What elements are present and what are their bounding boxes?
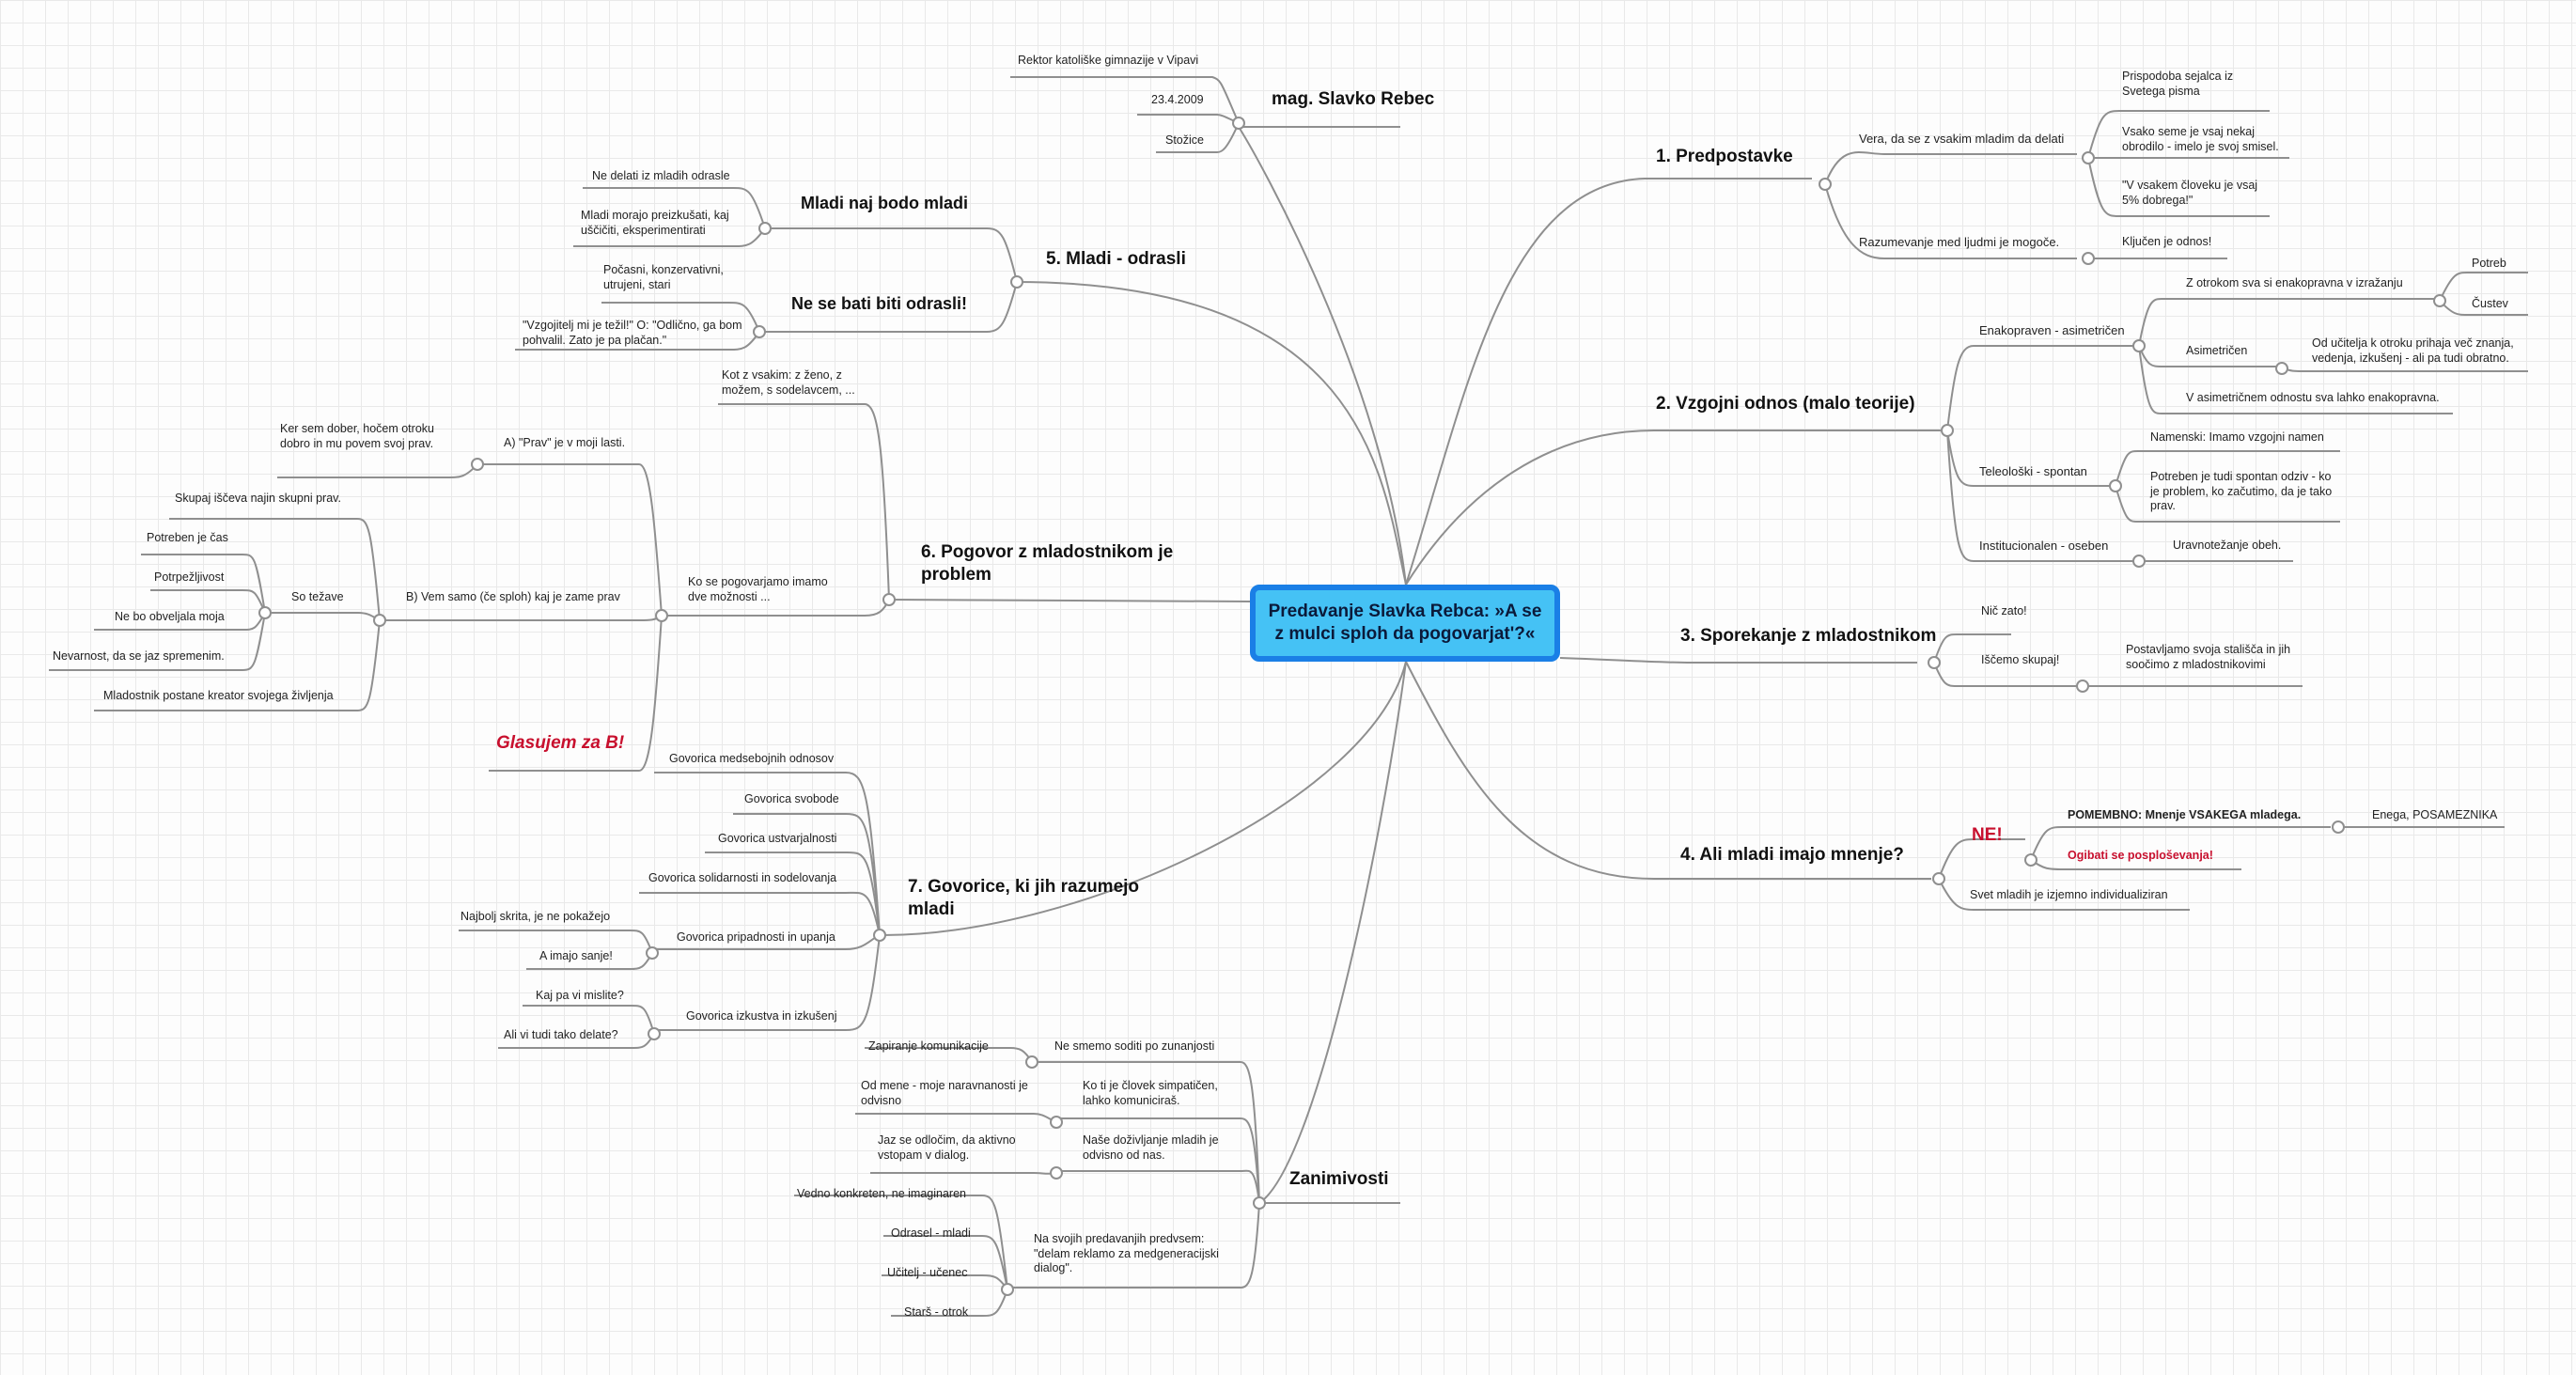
node-ogibati[interactable]: Ogibati se posploševanja! [2068, 849, 2213, 862]
node-vera[interactable]: Vera, da se z vsakim mladim da delati [1859, 132, 2065, 146]
node-svet-mladih[interactable]: Svet mladih je izjemno individualiziran [1970, 888, 2168, 901]
node-jaz-se-odlocim[interactable]: Jaz se odločim, da aktivno vstopam v dia… [878, 1133, 1016, 1162]
node-zapiranje-komunikacije[interactable]: Zapiranje komunikacije [868, 1039, 989, 1053]
node-postavljamo[interactable]: Postavljamo svoja stališča in jih soočim… [2126, 643, 2291, 671]
node-ker-sem-dober[interactable]: Ker sem dober, hočem otroku dobro in mu … [280, 422, 434, 450]
node-vsako-seme[interactable]: Vsako seme je vsaj nekaj obrodilo - imel… [2122, 125, 2279, 153]
node-govorica-medsebojnih[interactable]: Govorica medsebojnih odnosov [669, 752, 835, 765]
node-mladi-naj-bodo-mladi[interactable]: Mladi naj bodo mladi [801, 194, 969, 212]
node-institucionalen-oseben[interactable]: Institucionalen - oseben [1979, 539, 2109, 553]
node-na-svojih-predavanjih[interactable]: Na svojih predavanjih predvsem: "delam r… [1034, 1232, 1219, 1275]
node-potreben-cas[interactable]: Potreben je čas [147, 531, 228, 544]
node-potrpezljivost[interactable]: Potrpežljivost [154, 570, 225, 584]
node-datum[interactable]: 23.4.2009 [1151, 93, 1204, 106]
node-enega-posameznika[interactable]: Enega, POSAMEZNIKA [2372, 808, 2498, 821]
node-potreb[interactable]: Potreb [2472, 257, 2506, 270]
node-rektor[interactable]: Rektor katoliške gimnazije v Vipavi [1018, 54, 1199, 67]
topic-mag-slavko-rebec[interactable]: mag. Slavko Rebec [1272, 89, 1435, 109]
topic-pogovor-z-mladostnikom[interactable]: 6. Pogovor z mladostnikom je problem [921, 542, 1174, 585]
node-govorica-pripadnosti[interactable]: Govorica pripadnosti in upanja [677, 930, 835, 944]
node-najbolj-skrita[interactable]: Najbolj skrita, je ne pokažejo [461, 910, 611, 923]
node-teleoloski-spontan[interactable]: Teleološki - spontan [1979, 464, 2087, 478]
node-mladi-morajo[interactable]: Mladi morajo preizkušati, kaj uščičiti, … [581, 209, 729, 237]
node-stars-otrok[interactable]: Starš - otrok [904, 1305, 969, 1319]
node-ne[interactable]: NE! [1972, 825, 2003, 845]
node-kreator[interactable]: Mladostnik postane kreator svojega življ… [103, 689, 334, 702]
node-nic-zato[interactable]: Nič zato! [1981, 604, 2027, 617]
node-a-imajo-sanje[interactable]: A imajo sanje! [539, 949, 613, 962]
node-so-tezave[interactable]: So težave [291, 590, 344, 603]
topic-predpostavke[interactable]: 1. Predpostavke [1656, 147, 1793, 166]
node-govorica-ustvarjalnosti[interactable]: Govorica ustvarjalnosti [718, 832, 837, 845]
node-custev[interactable]: Čustev [2472, 297, 2508, 310]
node-ne-smemo-soditi[interactable]: Ne smemo soditi po zunanjosti [1054, 1039, 1215, 1053]
node-a-prav[interactable]: A) "Prav" je v moji lasti. [504, 436, 626, 449]
node-enakopraven-asimetricen[interactable]: Enakopraven - asimetričen [1979, 323, 2125, 337]
node-odrasel-mladi[interactable]: Odrasel - mladi [891, 1227, 971, 1240]
node-nevarnost[interactable]: Nevarnost, da se jaz spremenim. [53, 649, 225, 663]
topic-sporekanje[interactable]: 3. Sporekanje z mladostnikom [1680, 626, 1937, 646]
node-ali-vi-tudi[interactable]: Ali vi tudi tako delate? [504, 1028, 618, 1041]
node-ko-se-pogovarjamo[interactable]: Ko se pogovarjamo imamo dve možnosti ... [688, 575, 828, 603]
topic-ali-mladi-imajo-mnenje[interactable]: 4. Ali mladi imajo mnenje? [1680, 845, 1904, 865]
node-ucitelj-ucenec[interactable]: Učitelj - učenec [887, 1266, 968, 1279]
node-vedno-konkreten[interactable]: Vedno konkreten, ne imaginaren [797, 1187, 966, 1200]
node-pocasni[interactable]: Počasni, konzervativni, utrujeni, stari [603, 263, 724, 291]
root-topic[interactable]: Predavanje Slavka Rebca: »A se z mulci s… [1250, 585, 1560, 662]
node-z-otrokom[interactable]: Z otrokom sva si enakopravna v izražanju [2186, 276, 2403, 289]
node-skupaj-isceva[interactable]: Skupaj iščeva najin skupni prav. [175, 492, 341, 505]
node-potreben-spontan[interactable]: Potreben je tudi spontan odziv - ko je p… [2150, 470, 2333, 513]
node-ne-delati[interactable]: Ne delati iz mladih odrasle [592, 169, 730, 182]
node-kljucen-odnos[interactable]: Ključen je odnos! [2122, 235, 2212, 248]
node-ne-bo-obveljala[interactable]: Ne bo obveljala moja [115, 610, 225, 623]
node-namenski[interactable]: Namenski: Imamo vzgojni namen [2150, 430, 2324, 444]
topic-govorice[interactable]: 7. Govorice, ki jih razumejo mladi [908, 877, 1140, 919]
node-uravnotezanje[interactable]: Uravnotežanje obeh. [2173, 539, 2282, 552]
node-glasujem-za-b[interactable]: Glasujem za B! [496, 733, 625, 753]
node-iscemo-skupaj[interactable]: Iščemo skupaj! [1981, 653, 2060, 666]
node-govorica-svobode[interactable]: Govorica svobode [744, 792, 839, 805]
node-prispodoba[interactable]: Prispodoba sejalca iz Svetega pisma [2122, 70, 2234, 98]
node-nase-dozivljanje[interactable]: Naše doživljanje mladih je odvisno od na… [1083, 1133, 1219, 1162]
node-govorica-solidarnosti[interactable]: Govorica solidarnosti in sodelovanja [648, 871, 837, 884]
node-pomembno[interactable]: POMEMBNO: Mnenje VSAKEGA mladega. [2068, 808, 2302, 821]
node-govorica-izkustva[interactable]: Govorica izkustva in izkušenj [686, 1009, 837, 1023]
node-vzgojitelj[interactable]: "Vzgojitelj mi je težil!" O: "Odlično, g… [523, 319, 742, 347]
node-b-vem-samo[interactable]: B) Vem samo (če sploh) kaj je zame prav [406, 590, 620, 603]
node-ne-se-bati[interactable]: Ne se bati biti odrasli! [791, 294, 968, 313]
node-v-asimetricnem[interactable]: V asimetričnem odnostu sva lahko enakopr… [2186, 391, 2440, 404]
node-v-vsakem-cloveku[interactable]: "V vsakem človeku je vsaj 5% dobrega!" [2122, 179, 2258, 207]
node-stozice[interactable]: Stožice [1165, 133, 1204, 147]
topic-mladi-odrasli[interactable]: 5. Mladi - odrasli [1046, 249, 1186, 269]
node-kot-z-vsakim[interactable]: Kot z vsakim: z ženo, z možem, s sodelav… [722, 368, 855, 397]
node-asimetricen[interactable]: Asimetričen [2186, 344, 2248, 357]
node-od-mene[interactable]: Od mene - moje naravnanosti je odvisno [861, 1079, 1028, 1107]
node-ko-ti-je-clovek[interactable]: Ko ti je človek simpatičen, lahko komuni… [1083, 1079, 1218, 1107]
node-od-ucitelja[interactable]: Od učitelja k otroku prihaja več znanja,… [2312, 336, 2514, 365]
topic-zanimivosti[interactable]: Zanimivosti [1289, 1169, 1389, 1189]
topic-vzgojni-odnos[interactable]: 2. Vzgojni odnos (malo teorije) [1656, 394, 1915, 414]
node-razumevanje[interactable]: Razumevanje med ljudmi je mogoče. [1859, 235, 2060, 249]
node-kaj-pa-vi[interactable]: Kaj pa vi mislite? [536, 989, 624, 1002]
